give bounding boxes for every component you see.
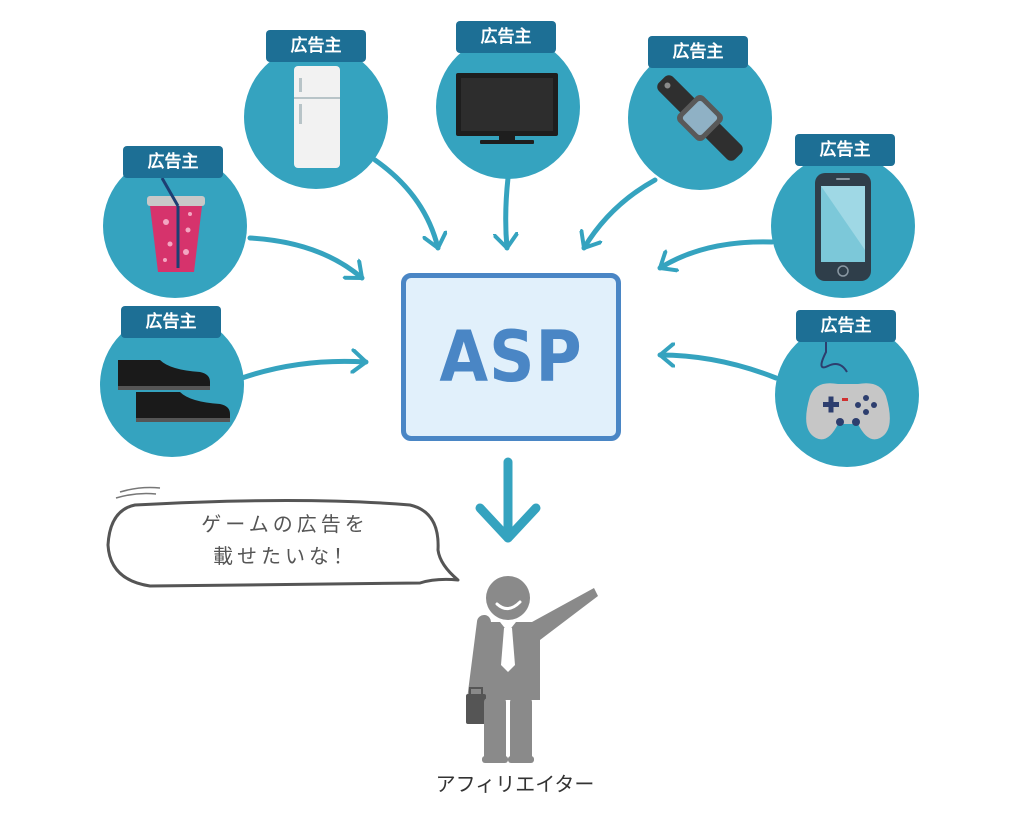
smartwatch-icon	[657, 75, 743, 161]
affiliate-person-icon	[466, 576, 598, 763]
speech-bubble-line-2: 載せたいな！	[213, 544, 357, 568]
advertiser-tag-phone: 広告主	[795, 134, 895, 166]
arrow-controller-to-asp	[657, 355, 779, 381]
advertiser-tag-watch: 広告主	[648, 36, 748, 68]
game-controller-icon	[806, 342, 890, 440]
arrow-phone-to-asp	[657, 239, 775, 268]
arrow-asp-to-affiliate	[475, 457, 541, 543]
asp-box	[401, 273, 621, 441]
advertiser-tag-controller: 広告主	[796, 310, 896, 342]
arrow-drink-to-asp	[247, 235, 365, 281]
refrigerator-icon	[294, 66, 340, 168]
speech-bubble-text: ゲームの広告を 載せたいな！	[150, 508, 420, 572]
arrow-watch-to-asp	[584, 177, 658, 251]
arrow-fridge-to-asp	[372, 157, 438, 251]
affiliate-label: アフィリエイター	[435, 772, 595, 796]
speech-bubble-line-1: ゲームの広告を	[201, 512, 369, 536]
arrow-tv-to-asp	[506, 175, 508, 251]
advertiser-tag-tv: 広告主	[456, 21, 556, 53]
arrows-to-asp	[239, 157, 779, 381]
speech-bubble	[106, 486, 460, 588]
arrow-shoes-to-asp	[239, 361, 369, 381]
smartphone-icon	[815, 173, 871, 281]
advertiser-tag-shoes: 広告主	[121, 306, 221, 338]
advertiser-tag-fridge: 広告主	[266, 30, 366, 62]
drink-cup-icon	[147, 177, 205, 272]
advertiser-tag-drink: 広告主	[123, 146, 223, 178]
shoes-icon	[118, 360, 230, 422]
asp-label: ASP	[439, 316, 583, 398]
television-icon	[456, 73, 558, 144]
